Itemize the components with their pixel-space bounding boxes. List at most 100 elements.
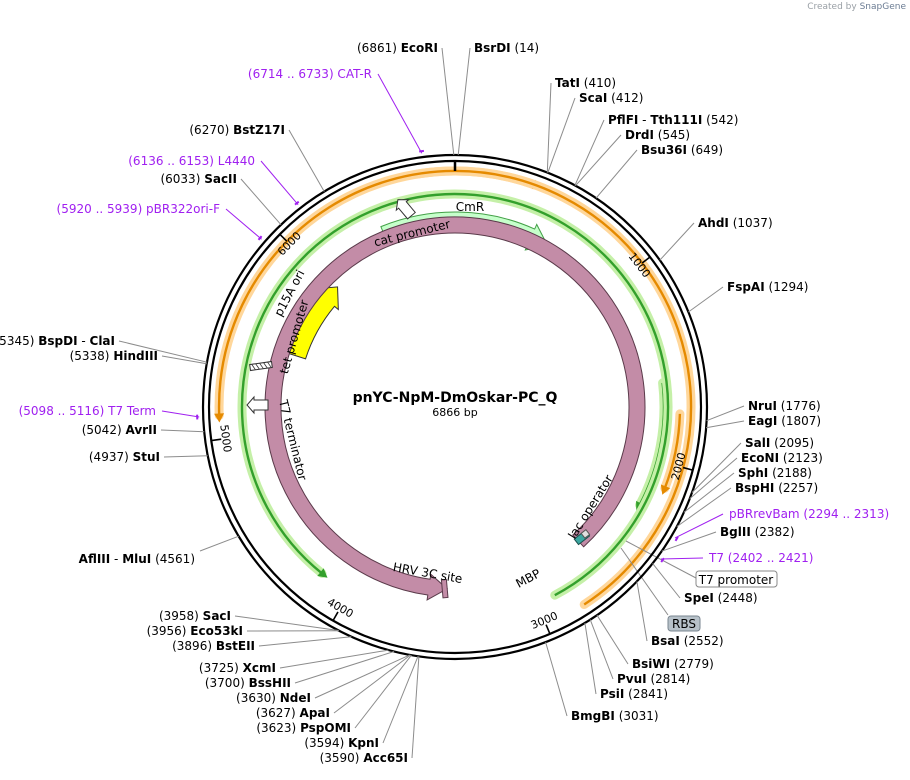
primer-t7[interactable]: T7 (2402 .. 2421): [660, 551, 813, 565]
site-connector: [595, 149, 638, 199]
site-bglii[interactable]: BglII (2382): [661, 525, 795, 552]
site-connector: [160, 429, 205, 433]
site-label: (3627) ApaI: [256, 706, 330, 720]
site-label: BsrDI (14): [474, 41, 539, 55]
site-connector: [457, 47, 471, 156]
primer-cat-r[interactable]: (6714 .. 6733) CAT-R: [248, 67, 425, 154]
site-sali[interactable]: SalI (2095): [691, 436, 814, 493]
site-connector: [199, 535, 239, 552]
site-saci[interactable]: (3958) SacI: [159, 609, 339, 631]
site-label: SpeI (2448): [684, 591, 758, 605]
site-acc65i[interactable]: (3590) Acc65I: [320, 656, 420, 765]
site-eagi[interactable]: EagI (1807): [706, 414, 821, 429]
site-label: BsaI (2552): [651, 634, 724, 648]
site-label: TatI (410): [555, 76, 616, 90]
site-pflfi[interactable]: PflFI - Tth111I (542): [574, 113, 739, 186]
site-bsai[interactable]: BsaI (2552): [636, 581, 724, 648]
label-rbs: RBS: [672, 617, 696, 631]
site-connector: [636, 581, 648, 642]
primer-connector: [260, 160, 299, 206]
primer-connector: [161, 410, 200, 418]
site-drdi[interactable]: DrdI (545): [575, 128, 691, 187]
plasmid-name: pnYC-NpM-DmOskar-PC_Q: [353, 390, 558, 406]
tick-label: 3000: [529, 609, 560, 632]
site-afliii[interactable]: AflIII - MluI (4561): [79, 535, 239, 566]
primer-pbr322ori-f[interactable]: (5920 .. 5939) pBR322ori-F: [57, 202, 263, 241]
primer-label: (6136 .. 6153) L4440: [128, 154, 255, 168]
label-cmr: CmR: [456, 200, 484, 214]
site-xcmi[interactable]: (3725) XcmI: [199, 649, 389, 675]
primer-connector: [660, 557, 704, 560]
site-bsteii[interactable]: (3896) BstEII: [172, 636, 352, 653]
site-ahdi[interactable]: AhdI (1037): [659, 216, 773, 261]
site-pspomi[interactable]: (3623) PspOMI: [256, 654, 412, 735]
site-label: (3956) Eco53kI: [147, 624, 243, 638]
site-label: FspAI (1294): [727, 280, 808, 294]
site-nrui[interactable]: NruI (1776): [706, 399, 821, 422]
site-kpni[interactable]: (3594) KpnI: [304, 656, 419, 750]
site-connector: [596, 614, 629, 665]
site-connector: [294, 651, 395, 684]
site-apai[interactable]: (3627) ApaI: [256, 654, 411, 720]
site-bsu36i[interactable]: Bsu36I (649): [595, 143, 723, 199]
site-eco53ki[interactable]: (3956) Eco53kI: [147, 624, 339, 638]
site-stui[interactable]: (4937) StuI: [89, 450, 208, 464]
site-psii[interactable]: PsiI (2841): [584, 622, 668, 701]
site-connector: [258, 636, 352, 647]
orf-right-orange-arrowhead: [660, 484, 671, 495]
tick-mark: [332, 611, 339, 622]
feature-hrv-3c-box: [440, 578, 449, 599]
site-label: (5345) BspDI - ClaI: [0, 334, 115, 348]
primer-mark: [257, 235, 263, 241]
primer-connector: [225, 208, 262, 240]
site-ndei[interactable]: (3630) NdeI: [236, 654, 411, 705]
site-pvui[interactable]: PvuI (2814): [589, 619, 690, 686]
site-bstz17i[interactable]: (6270) BstZ17I: [189, 123, 325, 192]
orf-bottom-orange-arrowhead: [214, 413, 225, 423]
site-connector: [234, 615, 339, 631]
site-hindiii[interactable]: (5338) HindIII: [70, 349, 207, 365]
site-bsphi[interactable]: BspHI (2257): [676, 481, 818, 528]
site-scai[interactable]: ScaI (412): [547, 91, 644, 173]
site-econi[interactable]: EcoNI (2123): [689, 451, 823, 499]
site-ecori[interactable]: (6861) EcoRI: [357, 41, 455, 156]
site-bmgbi[interactable]: BmgBI (3031): [545, 641, 659, 723]
primer-pbrrevbam[interactable]: pBRrevBam (2294 .. 2313): [674, 507, 889, 542]
primer-label: (5920 .. 5939) pBR322ori-F: [57, 202, 221, 216]
rbs-callout: RBS: [620, 547, 701, 632]
site-connector: [288, 129, 325, 192]
site-fspai[interactable]: FspAI (1294): [688, 280, 808, 313]
primer-mark: [660, 557, 665, 563]
primer-mark: [294, 200, 300, 206]
primer-connector: [377, 73, 423, 154]
site-label: SalI (2095): [745, 436, 814, 450]
site-sacii[interactable]: (6033) SacII: [160, 172, 282, 226]
site-bsshii[interactable]: (3700) BssHII: [205, 651, 395, 691]
plasmid-length: 6866 bp: [432, 406, 477, 419]
site-bsiwi[interactable]: BsiWI (2779): [596, 614, 714, 671]
site-tati[interactable]: TatI (410): [546, 76, 616, 173]
site-label: (3623) PspOMI: [256, 721, 351, 735]
site-connector: [661, 531, 717, 552]
site-spei[interactable]: SpeI (2448): [652, 563, 758, 605]
primer-mark: [419, 149, 425, 153]
tick-label: 5000: [217, 424, 234, 454]
t7-terminator-glyph: [246, 395, 269, 415]
site-sphi[interactable]: SphI (2188): [683, 466, 812, 513]
primer-label: T7 (2402 .. 2421): [708, 551, 813, 565]
site-label: (5042) AvrII: [82, 423, 157, 437]
site-label: (3958) SacI: [159, 609, 231, 623]
primer-t7-term[interactable]: (5098 .. 5116) T7 Term: [19, 404, 200, 420]
site-connector: [118, 340, 208, 363]
primer-connector: [674, 513, 724, 539]
primer-label: (5098 .. 5116) T7 Term: [19, 404, 156, 418]
primer-l4440[interactable]: (6136 .. 6153) L4440: [128, 154, 300, 206]
site-bspdi[interactable]: (5345) BspDI - ClaI: [0, 334, 208, 363]
site-label: PflFI - Tth111I (542): [608, 113, 738, 127]
tick-label: 4000: [325, 595, 356, 620]
site-bsrdi[interactable]: BsrDI (14): [457, 41, 539, 156]
site-avrii[interactable]: (5042) AvrII: [82, 423, 205, 437]
